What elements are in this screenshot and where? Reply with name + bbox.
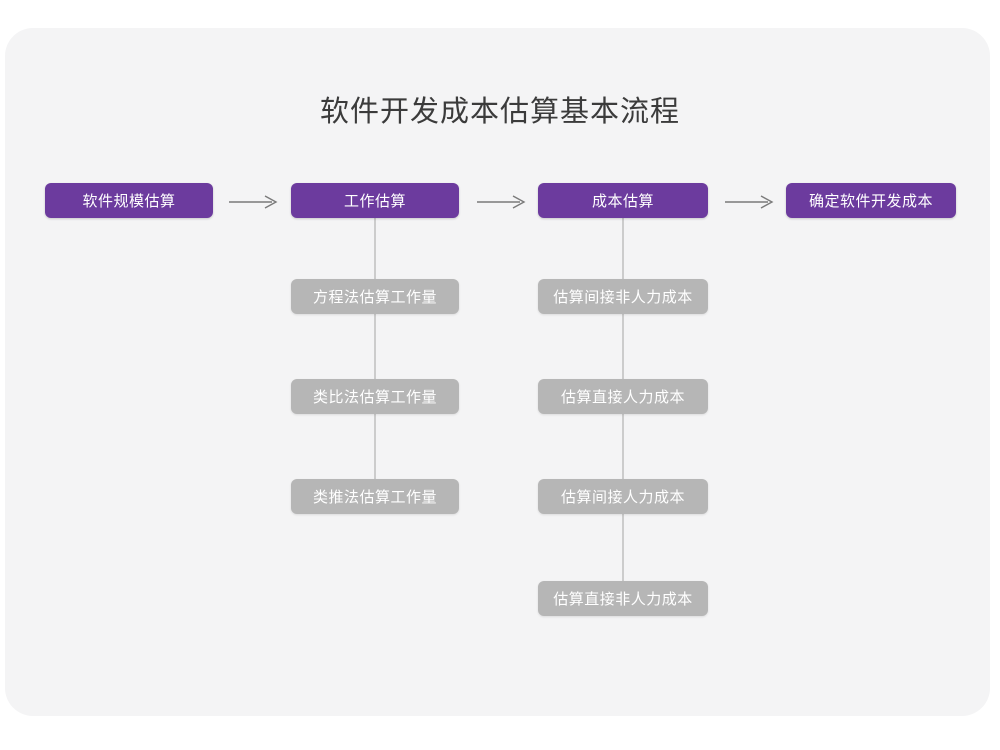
node-equation-method-effort[interactable]: 方程法估算工作量: [291, 279, 459, 314]
diagram-card: [5, 28, 990, 716]
node-software-size-estimation[interactable]: 软件规模估算: [45, 183, 213, 218]
node-inference-method-effort[interactable]: 类推法估算工作量: [291, 479, 459, 514]
node-indirect-labor-cost[interactable]: 估算间接人力成本: [538, 479, 708, 514]
node-indirect-nonlabor-cost[interactable]: 估算间接非人力成本: [538, 279, 708, 314]
node-determine-development-cost[interactable]: 确定软件开发成本: [786, 183, 956, 218]
page-title: 软件开发成本估算基本流程: [319, 96, 680, 128]
node-work-estimation[interactable]: 工作估算: [291, 183, 459, 218]
arrow-step1-to-step2: [228, 192, 280, 212]
connector-line-work: [374, 217, 376, 499]
node-analogy-method-effort[interactable]: 类比法估算工作量: [291, 379, 459, 414]
node-direct-nonlabor-cost[interactable]: 估算直接非人力成本: [538, 581, 708, 616]
arrow-step3-to-step4: [724, 192, 776, 212]
node-cost-estimation[interactable]: 成本估算: [538, 183, 708, 218]
node-direct-labor-cost[interactable]: 估算直接人力成本: [538, 379, 708, 414]
arrow-step2-to-step3: [476, 192, 528, 212]
